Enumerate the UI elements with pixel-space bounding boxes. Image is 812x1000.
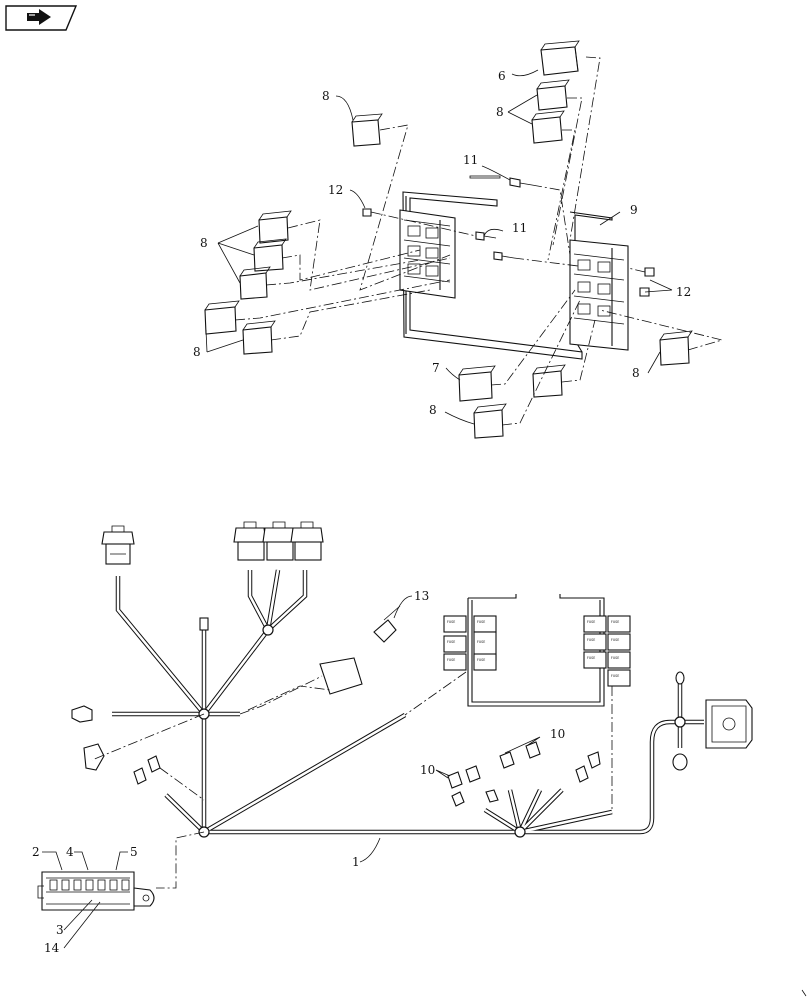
callout-6: 6 (498, 69, 506, 83)
relay-panel-outline: FUSE FUSE FUSE FUSE FUSE FUSE FUSE FUSE … (443, 594, 631, 707)
corner-tick (801, 989, 807, 997)
callout-13: 13 (414, 589, 429, 603)
svg-text:FUSE: FUSE (611, 674, 619, 678)
callout-8: 8 (496, 105, 504, 119)
svg-text:FUSE: FUSE (447, 658, 455, 662)
svg-text:FUSE: FUSE (447, 620, 455, 624)
svg-text:FUSE: FUSE (587, 638, 595, 642)
svg-text:FUSE: FUSE (587, 656, 595, 660)
svg-text:FUSE: FUSE (477, 658, 485, 662)
callout-1: 1 (352, 855, 360, 869)
lower-leaders (42, 595, 541, 949)
arrow-right-icon (27, 9, 51, 25)
svg-text:FUSE: FUSE (611, 656, 619, 660)
callout-8: 8 (193, 345, 201, 359)
callout-8: 8 (200, 236, 208, 250)
svg-text:FUSE: FUSE (477, 620, 485, 624)
fuse-block (37, 871, 155, 911)
right-relay-cluster (569, 239, 629, 351)
callout-7: 7 (432, 361, 440, 375)
callout-5: 5 (130, 845, 138, 859)
left-relay-cluster (399, 209, 456, 299)
callout-8: 8 (632, 366, 640, 380)
callout-3: 3 (56, 923, 64, 937)
callout-10: 10 (420, 763, 435, 777)
callout-11: 11 (512, 221, 527, 235)
callout-labels: 6 8 8 11 12 9 8 11 12 8 7 8 8 13 10 10 1… (32, 69, 691, 955)
callout-9: 9 (630, 203, 638, 217)
upper-centerlines (234, 56, 724, 426)
callout-14: 14 (44, 941, 60, 955)
next-page-button[interactable] (5, 5, 77, 31)
svg-text:FUSE: FUSE (611, 638, 619, 642)
lower-centerlines (91, 671, 613, 889)
svg-text:FUSE: FUSE (611, 620, 619, 624)
screws-and-nuts (362, 177, 655, 297)
callout-11: 11 (463, 153, 478, 167)
callout-2: 2 (32, 845, 40, 859)
callout-8: 8 (322, 89, 330, 103)
callout-12: 12 (328, 183, 343, 197)
harness-connectors (71, 521, 753, 807)
relays (204, 40, 693, 439)
callout-8: 8 (429, 403, 437, 417)
upper-leaders (205, 69, 673, 425)
svg-text:FUSE: FUSE (587, 620, 595, 624)
callout-4: 4 (66, 845, 74, 859)
callout-10: 10 (550, 727, 565, 741)
svg-text:FUSE: FUSE (477, 640, 485, 644)
harness-wires (112, 569, 704, 838)
svg-text:FUSE: FUSE (447, 640, 455, 644)
callout-12: 12 (676, 285, 691, 299)
